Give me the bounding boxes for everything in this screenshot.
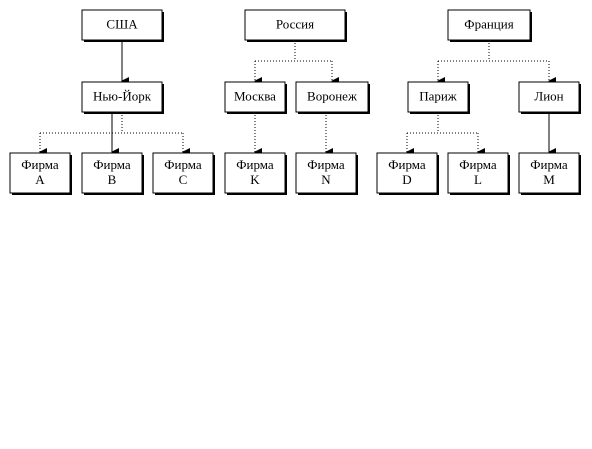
node-firm_b-label-1: B xyxy=(108,172,117,187)
node-voronezh: Воронеж xyxy=(295,81,370,114)
node-france-label-0: Франция xyxy=(464,17,513,32)
node-voronezh-label-0: Воронеж xyxy=(307,89,358,104)
node-firm_k-box xyxy=(224,152,286,194)
node-voronezh-box xyxy=(295,81,369,113)
node-firm_d-label-1: D xyxy=(402,172,411,187)
node-firm_k-label-1: K xyxy=(250,172,260,187)
node-paris-label-0: Париж xyxy=(419,89,458,104)
node-firm_d-box xyxy=(376,152,438,194)
node-firm_c-label-1: C xyxy=(179,172,188,187)
node-firm_b-box xyxy=(81,152,143,194)
node-firm_l-label-0: Фирма xyxy=(459,157,497,172)
node-russia: Россия xyxy=(244,9,347,42)
node-firm_b-label-0: Фирма xyxy=(93,157,131,172)
node-firm_a-box xyxy=(9,152,71,194)
node-firm_c-box xyxy=(152,152,214,194)
node-firm_m-label-1: M xyxy=(543,172,555,187)
node-firm_n-label-0: Фирма xyxy=(307,157,345,172)
node-firm_n-box xyxy=(295,152,357,194)
node-lyon-box xyxy=(518,81,580,113)
node-usa-label-0: США xyxy=(106,17,138,32)
node-firm_a-label-0: Фирма xyxy=(21,157,59,172)
node-firm_a-label-1: A xyxy=(35,172,45,187)
node-newyork: Нью-Йорк xyxy=(81,81,164,114)
node-firm_m-box xyxy=(518,152,580,194)
node-france: Франция xyxy=(447,9,532,42)
node-moscow-box xyxy=(224,81,286,113)
node-usa: США xyxy=(81,9,164,42)
node-firm_l-label-1: L xyxy=(474,172,482,187)
node-usa-box xyxy=(81,9,163,41)
node-moscow: Москва xyxy=(224,81,287,114)
node-russia-label-0: Россия xyxy=(276,17,314,32)
node-paris-box xyxy=(407,81,469,113)
node-paris: Париж xyxy=(407,81,470,114)
node-newyork-label-0: Нью-Йорк xyxy=(93,89,152,104)
edge-voronezh-to-firm_n xyxy=(325,111,333,156)
node-firm_m-label-0: Фирма xyxy=(530,157,568,172)
node-russia-box xyxy=(244,9,346,41)
node-firm_k-label-0: Фирма xyxy=(236,157,274,172)
node-moscow-label-0: Москва xyxy=(234,89,276,104)
node-france-box xyxy=(447,9,531,41)
node-lyon: Лион xyxy=(518,81,581,114)
node-firm_d-label-0: Фирма xyxy=(388,157,426,172)
node-firm_c-label-0: Фирма xyxy=(164,157,202,172)
node-firm_l-box xyxy=(447,152,509,194)
edges-layer xyxy=(39,40,556,156)
node-lyon-label-0: Лион xyxy=(534,89,563,104)
node-newyork-box xyxy=(81,81,163,113)
node-firm_n-label-1: N xyxy=(321,172,331,187)
